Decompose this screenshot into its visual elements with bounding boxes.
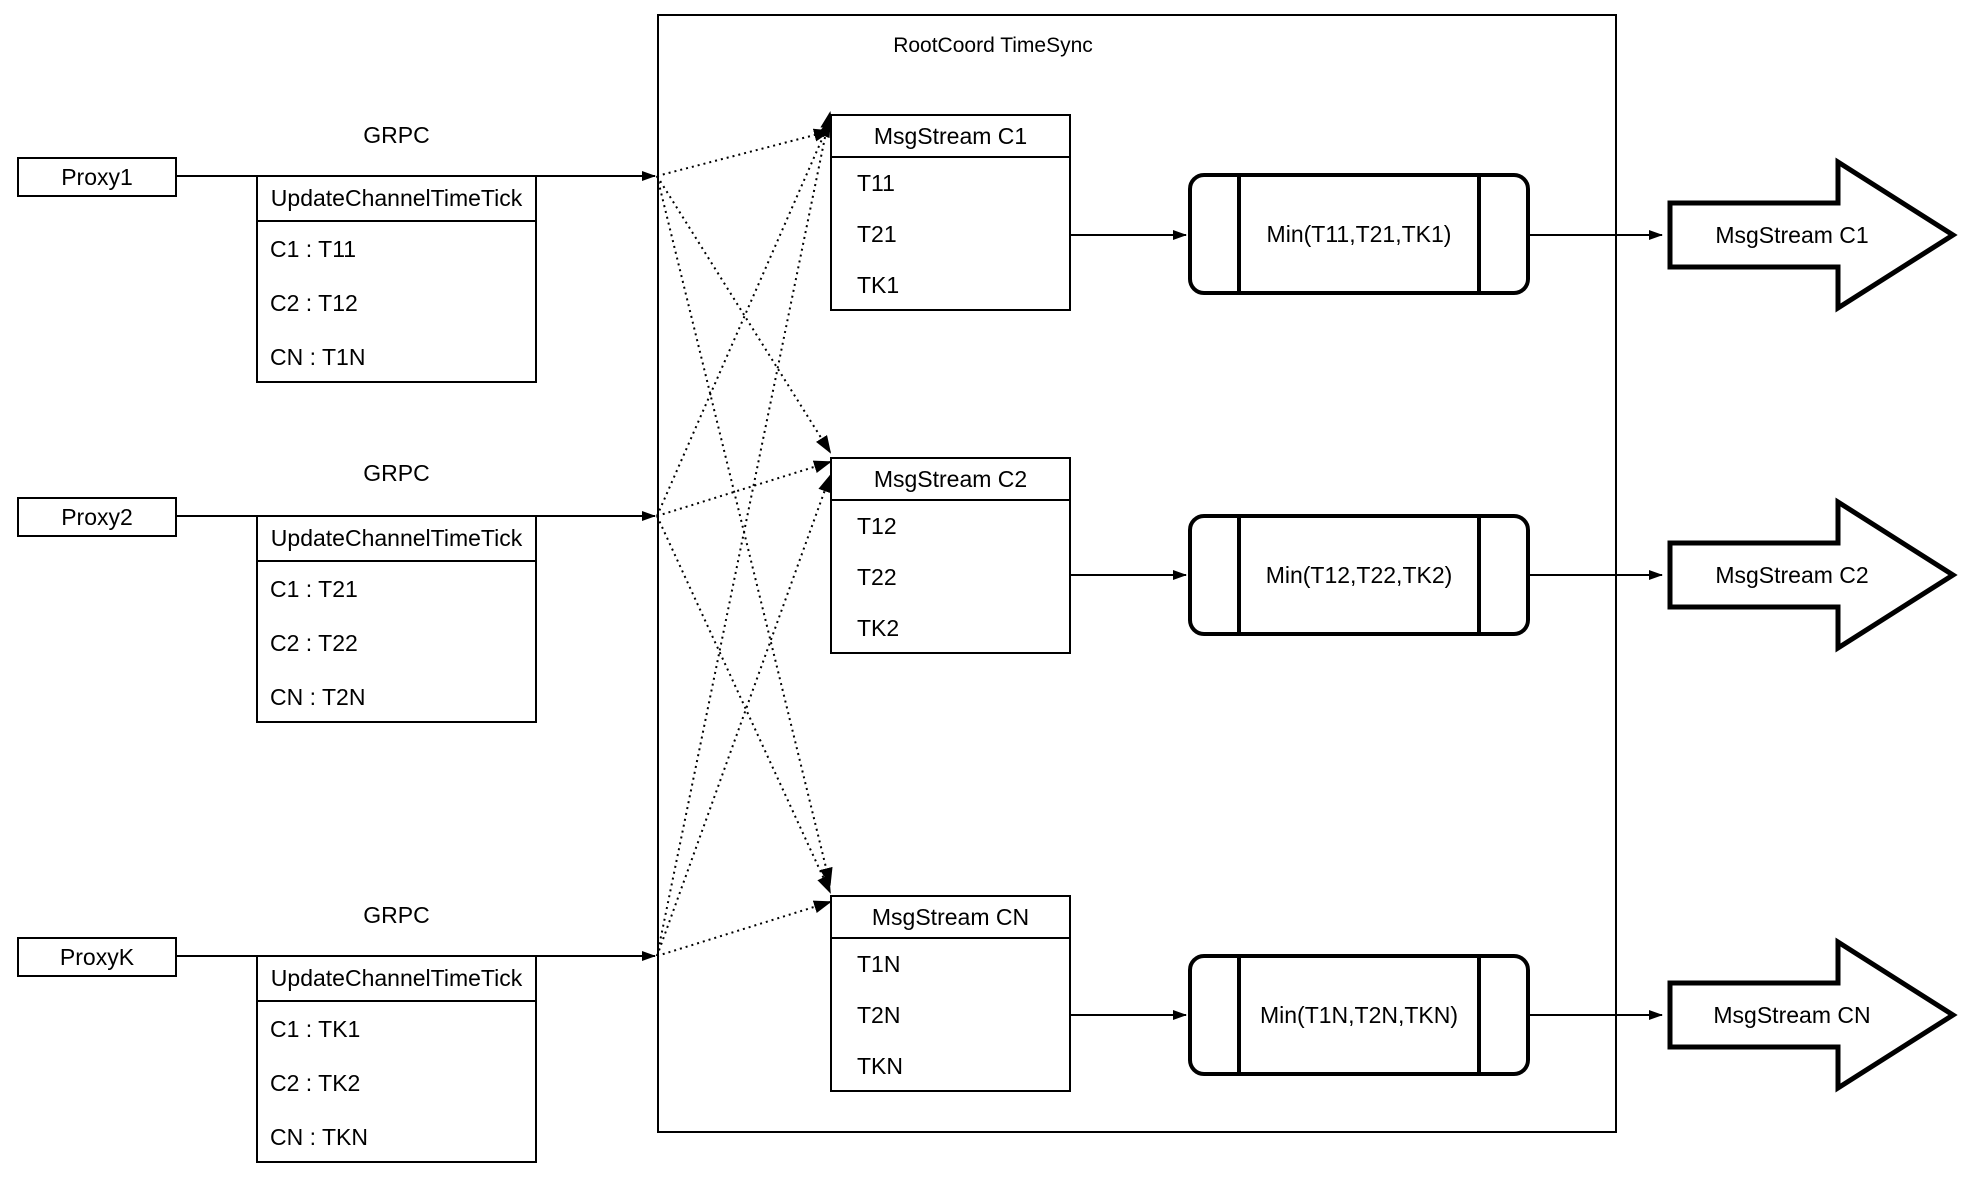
dotted-arrow-p1-c2 — [656, 175, 832, 454]
proxy2-timetick-table: UpdateChannelTimeTick C1 : T21 C2 : T22 … — [256, 515, 537, 723]
min-node-right-divider — [1477, 518, 1481, 632]
table-row: C2 : T22 — [270, 629, 358, 656]
table-header: MsgStream CN — [832, 897, 1069, 939]
proxyk-timetick-table: UpdateChannelTimeTick C1 : TK1 C2 : TK2 … — [256, 955, 537, 1163]
output-arrow-shape-c2 — [1667, 497, 1958, 653]
proxy2-box: Proxy2 — [17, 497, 177, 537]
dotted-arrow-pk-c2 — [656, 474, 831, 957]
rootcoord-timesync-title: RootCoord TimeSync — [893, 34, 1093, 57]
table-row: TK2 — [857, 615, 900, 641]
proxy1-label: Proxy1 — [61, 163, 133, 190]
table-row: C1 : T21 — [270, 575, 358, 602]
table-header: UpdateChannelTimeTick — [258, 957, 535, 1002]
min-node-left-divider — [1237, 958, 1241, 1072]
dotted-arrow-p2-c1 — [656, 119, 831, 517]
table-header: UpdateChannelTimeTick — [258, 177, 535, 222]
output-arrow-shape-cn — [1667, 937, 1958, 1093]
proxy2-label: Proxy2 — [61, 503, 133, 530]
dotted-arrow-p1-cn — [656, 175, 833, 886]
min-node-left-divider — [1237, 518, 1241, 632]
table-row: CN : TKN — [270, 1123, 368, 1150]
output-arrow-label-c1: MsgStream C1 — [1715, 221, 1869, 248]
output-arrow-label-cn: MsgStream CN — [1713, 1001, 1871, 1028]
table-row: TK1 — [857, 272, 900, 298]
proxyk-box: ProxyK — [17, 937, 177, 977]
min-node-c2: Min(T12,T22,TK2) — [1188, 514, 1530, 636]
output-arrow-label-c2: MsgStream C2 — [1715, 561, 1869, 588]
grpc-label-proxy1: GRPC — [363, 121, 430, 148]
min-label: Min(T1N,T2N,TKN) — [1259, 1001, 1459, 1028]
table-header: MsgStream C2 — [832, 459, 1069, 501]
dotted-arrow-p2-cn — [656, 515, 831, 894]
table-row: T2N — [857, 1002, 901, 1028]
min-node-left-divider — [1237, 177, 1241, 291]
msgstream-cn-table: MsgStream CN T1N T2N TKN — [830, 895, 1071, 1092]
table-row: C2 : TK2 — [270, 1069, 361, 1096]
msgstream-c2-table: MsgStream C2 T12 T22 TK2 — [830, 457, 1071, 654]
table-row: C2 : T12 — [270, 289, 358, 316]
min-node-right-divider — [1477, 177, 1481, 291]
dotted-arrow-p2-c2 — [656, 460, 832, 517]
table-row: T12 — [857, 513, 897, 539]
table-row: C1 : T11 — [270, 235, 357, 262]
table-header: UpdateChannelTimeTick — [258, 517, 535, 562]
min-node-cn: Min(T1N,T2N,TKN) — [1188, 954, 1530, 1076]
table-row: T21 — [857, 221, 897, 247]
min-label: Min(T12,T22,TK2) — [1265, 561, 1453, 588]
table-row: CN : T2N — [270, 683, 366, 710]
min-node-c1: Min(T11,T21,TK1) — [1188, 173, 1530, 295]
table-row: T11 — [857, 170, 895, 196]
table-row: CN : T1N — [270, 343, 366, 370]
min-node-right-divider — [1477, 958, 1481, 1072]
output-arrow-shape-c1 — [1667, 157, 1958, 313]
proxy1-timetick-table: UpdateChannelTimeTick C1 : T11 C2 : T12 … — [256, 175, 537, 383]
dotted-arrow-p1-c1 — [656, 128, 832, 177]
proxy1-box: Proxy1 — [17, 157, 177, 197]
proxyk-label: ProxyK — [59, 943, 135, 970]
min-label: Min(T11,T21,TK1) — [1266, 220, 1452, 247]
grpc-label-proxyk: GRPC — [363, 901, 430, 928]
grpc-label-proxy2: GRPC — [363, 459, 430, 486]
table-row: C1 : TK1 — [270, 1015, 361, 1042]
msgstream-c1-table: MsgStream C1 T11 T21 TK1 — [830, 114, 1071, 311]
dotted-arrow-pk-c1 — [656, 111, 834, 957]
table-row: T1N — [857, 951, 901, 977]
dotted-arrow-pk-cn — [656, 900, 832, 957]
table-row: T22 — [857, 564, 897, 590]
table-row: TKN — [857, 1053, 903, 1079]
table-header: MsgStream C1 — [832, 116, 1069, 158]
